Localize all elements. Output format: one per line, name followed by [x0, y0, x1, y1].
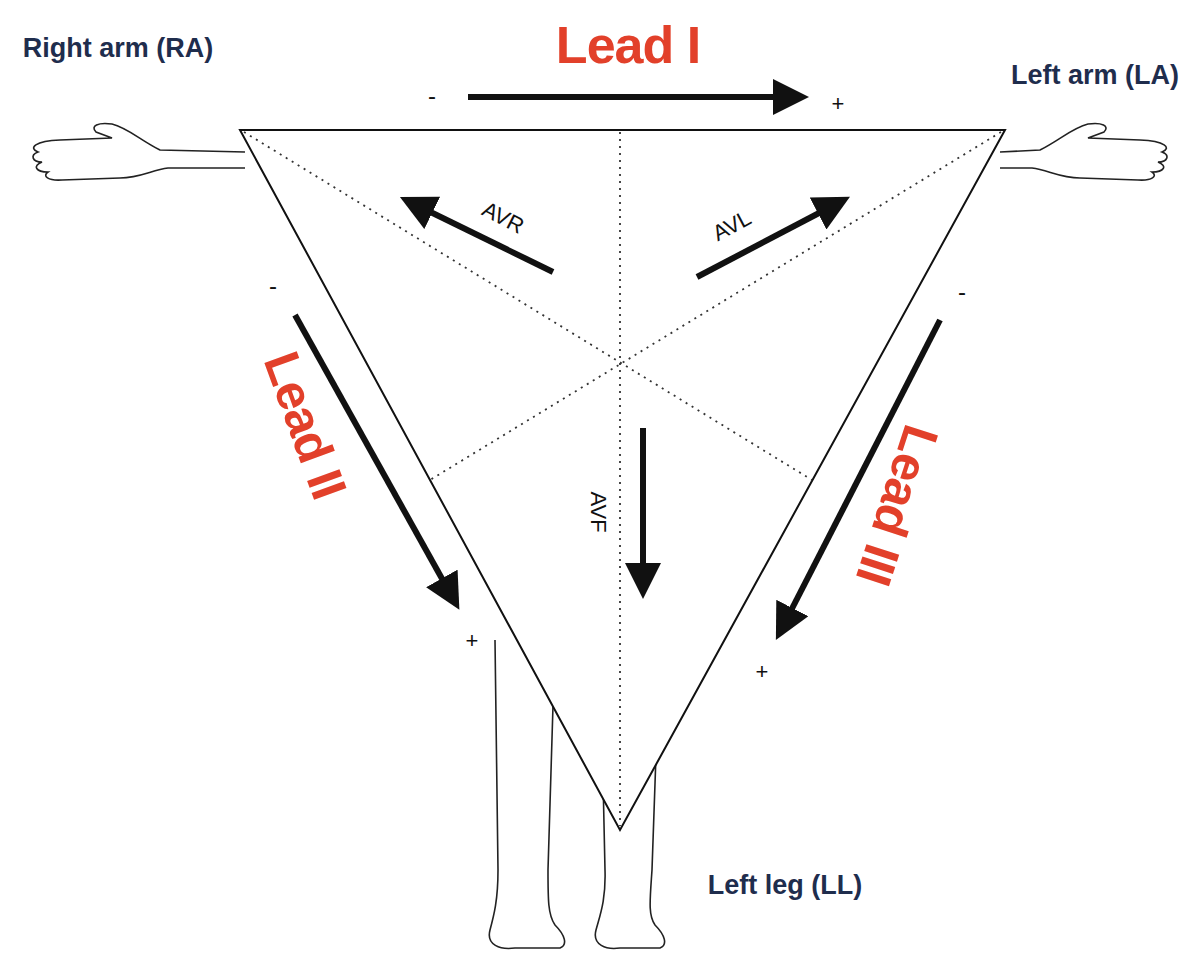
lead-label: Lead III	[848, 419, 946, 591]
limb-label: Left leg (LL)	[708, 872, 862, 899]
limb-label: Right arm (RA)	[23, 35, 214, 62]
axis-lines	[244, 132, 1001, 826]
einthoven-triangle	[240, 130, 1005, 830]
lead-label: Lead II	[256, 345, 355, 504]
lead-label: AVF	[587, 491, 609, 532]
limb-label: Left arm (LA)	[1011, 62, 1179, 89]
polarity-sign: +	[466, 630, 479, 652]
polarity-sign: -	[428, 84, 436, 108]
polarity-sign: +	[832, 93, 845, 115]
polarity-sign: -	[958, 280, 966, 304]
lead-arrows	[295, 97, 940, 632]
lead-label: Lead I	[556, 19, 700, 71]
polarity-sign: +	[756, 661, 769, 683]
polarity-sign: -	[269, 274, 277, 298]
